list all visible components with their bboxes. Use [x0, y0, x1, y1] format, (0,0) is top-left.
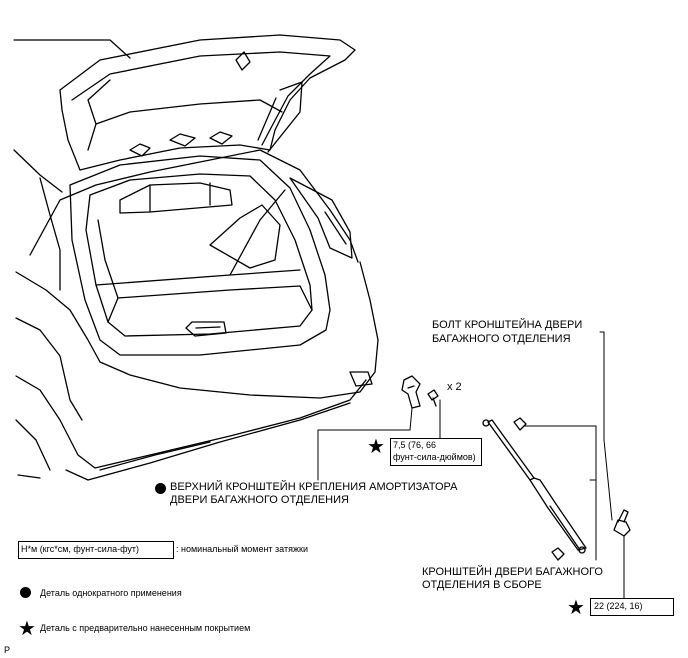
- gas-strut-assembly-part: [482, 419, 587, 554]
- upper-strut-bracket-part: [401, 375, 421, 409]
- torque-bolt-label: 22 (224, 16): [594, 601, 643, 611]
- single-use-dot-icon: [155, 483, 166, 494]
- torque-upper-line2: фунт-сила-дюймов): [393, 452, 476, 462]
- precoated-star-icon: ★: [18, 618, 36, 640]
- precoated-star-icon: ★: [567, 597, 585, 619]
- assembly-label-line1: КРОНШТЕЙН ДВЕРИ БАГАЖНОГО: [422, 566, 603, 578]
- legend-single-use: Деталь однократного применения: [40, 588, 182, 598]
- single-use-dot-icon: [20, 587, 31, 598]
- legend-unit-desc: : номинальный момент затяжки: [176, 544, 308, 554]
- torque-upper-line1: 7,5 (76, 66: [393, 440, 437, 450]
- upper-bracket-label-line1: ВЕРХНИЙ КРОНШТЕЙН КРЕПЛЕНИЯ АМОРТИЗАТОРА: [170, 481, 458, 493]
- precoated-star-icon: ★: [367, 436, 385, 458]
- bolt-label-line2: БАГАЖНОГО ОТДЕЛЕНИЯ: [432, 333, 571, 345]
- legend-unit-label: Н*м (кгс*см, фунт-сила-фут): [21, 544, 139, 554]
- legend-precoated: Деталь с предварительно нанесенным покры…: [40, 623, 251, 633]
- door-bracket-bolt-part: [613, 509, 631, 537]
- legend-unit-box: [18, 541, 174, 559]
- qty-label: x 2: [447, 381, 462, 393]
- torque-upper-box: [390, 438, 482, 466]
- upper-bracket-label-line2: ДВЕРИ БАГАЖНОГО ОТДЕЛЕНИЯ: [170, 494, 349, 506]
- torque-bolt-box: [590, 598, 674, 616]
- bracket-bolt-part: [427, 389, 439, 407]
- assembly-label-line2: ОТДЕЛЕНИЯ В СБОРЕ: [422, 579, 542, 591]
- bracket-clip-part: [513, 417, 565, 561]
- corner-mark: P: [4, 645, 11, 655]
- bolt-label-line1: БОЛТ КРОНШТЕЙНА ДВЕРИ: [432, 319, 583, 331]
- vehicle-rear-illustration: [13, 34, 379, 481]
